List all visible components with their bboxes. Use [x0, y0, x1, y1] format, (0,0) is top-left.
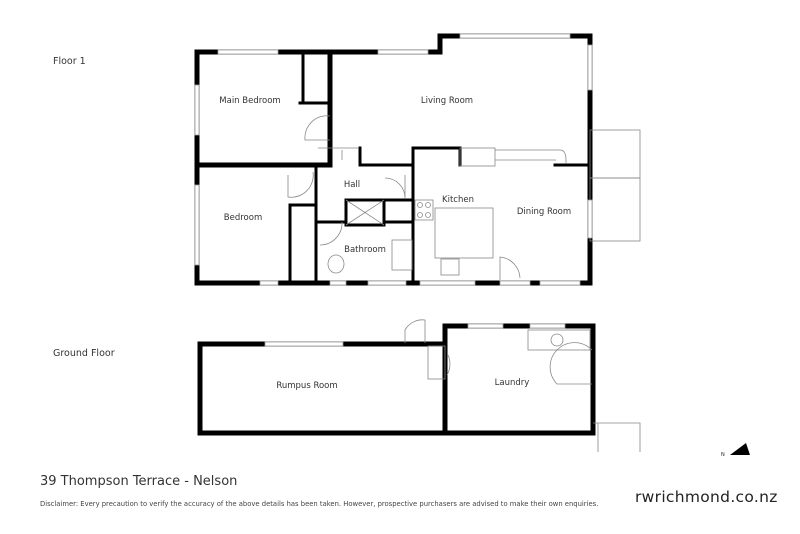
ground-floor-walls [197, 323, 596, 436]
property-address: 39 Thompson Terrace - Nelson [40, 474, 238, 489]
disclaimer-text: Disclaimer: Every precaution to verify t… [40, 500, 599, 508]
north-arrow-icon [730, 443, 750, 455]
floor-1-fixtures [287, 115, 641, 280]
north-label: N [721, 452, 725, 458]
room-label-laundry: Laundry [494, 378, 530, 388]
room-label-main-bedroom: Main Bedroom [219, 96, 281, 106]
floor-1-windows [194, 33, 593, 286]
room-label-hall: Hall [343, 180, 361, 190]
room-label-dining-room: Dining Room [516, 207, 572, 217]
room-label-bathroom: Bathroom [344, 245, 386, 255]
ground-floor-windows [264, 323, 566, 347]
room-label-rumpus-room: Rumpus Room [276, 381, 338, 391]
floor-label-ground-floor: Ground Floor [53, 348, 115, 359]
brand-url: rwrichmond.co.nz [635, 488, 778, 506]
room-label-bedroom: Bedroom [223, 213, 263, 223]
room-label-living-room: Living Room [420, 96, 474, 106]
ground-floor-fixtures [404, 319, 641, 452]
floor-1-walls [194, 33, 593, 286]
room-label-kitchen: Kitchen [442, 195, 474, 205]
floor-label-floor-1: Floor 1 [53, 56, 86, 67]
